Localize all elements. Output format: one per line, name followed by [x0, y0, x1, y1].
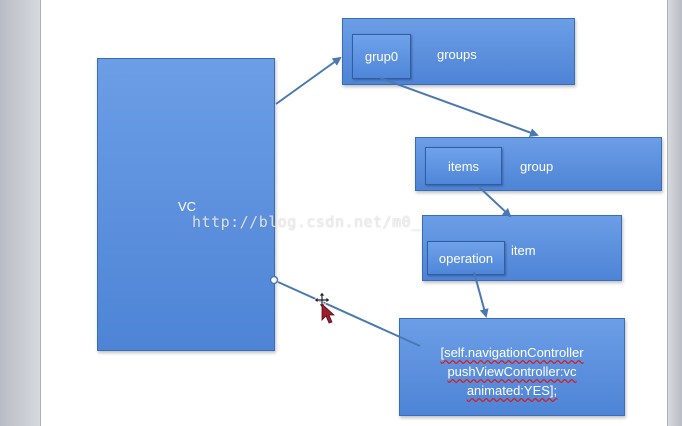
arrow-grup0-to-group [379, 77, 539, 137]
group-box: items group [415, 137, 662, 191]
vc-label: VC [178, 199, 197, 214]
group-label: group [520, 159, 554, 174]
arrow-operation-to-code [473, 271, 489, 318]
left-gutter [0, 0, 40, 426]
groups-label: groups [437, 47, 477, 62]
item-box: operation item [422, 215, 622, 281]
code-line-3: animated:YES]; [466, 383, 558, 398]
arrow-items-to-item [477, 185, 512, 218]
operation-box: operation [427, 241, 505, 275]
code-box: [self.navigationController pushViewContr… [399, 318, 625, 416]
vc-connection-point [269, 275, 279, 285]
item-label: item [511, 243, 536, 258]
watermark-url: http://blog.csdn.net/m0_ [192, 213, 421, 231]
code-text: [self.navigationController pushViewContr… [400, 343, 624, 400]
vc-box: VC [97, 58, 275, 351]
mouse-pointer-icon [321, 303, 336, 324]
code-line-1: [self.navigationController [440, 345, 584, 360]
arrow-code-to-vc [277, 281, 421, 347]
groups-box: grup0 groups [342, 18, 575, 85]
arrow-vc-to-groups [275, 56, 342, 105]
grup0-box: grup0 [352, 34, 411, 79]
items-box: items [425, 147, 502, 185]
right-gutter [668, 0, 682, 426]
code-line-2: pushViewController:vc [447, 364, 577, 379]
